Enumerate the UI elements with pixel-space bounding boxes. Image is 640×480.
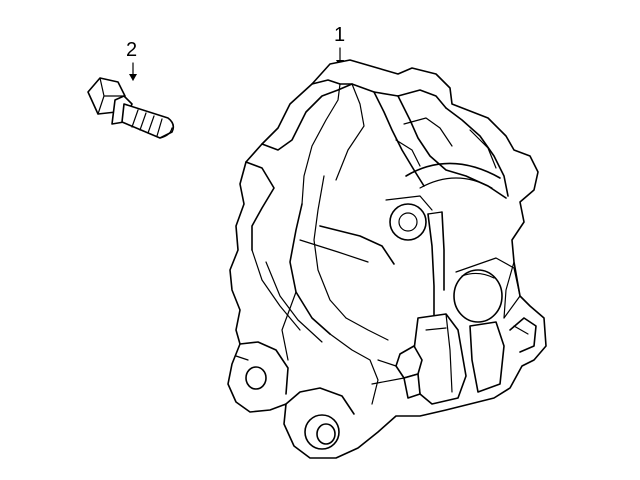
callout-label-1: 1: [334, 24, 346, 46]
bolt-drawing: [87, 77, 175, 139]
alternator-drawing: [227, 59, 547, 459]
callout-label-2: 2: [126, 39, 138, 61]
